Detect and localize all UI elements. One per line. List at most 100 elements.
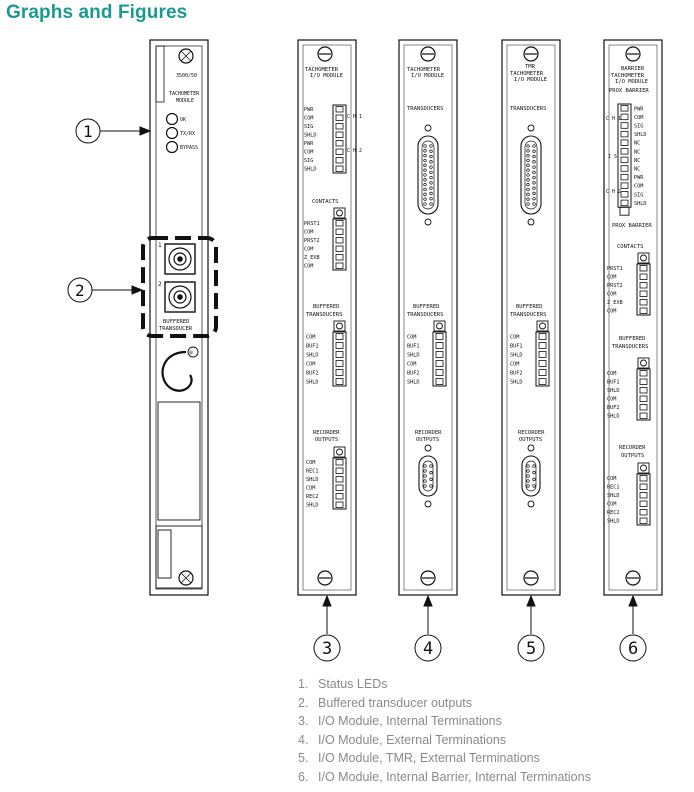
terminal-pin — [639, 282, 648, 289]
terminal-label: COM — [306, 460, 315, 466]
terminal-label: COM — [304, 230, 313, 236]
terminal-label: SHLD — [607, 519, 620, 525]
panel4-transducer-dsub-connector-icon — [417, 124, 439, 226]
top-screw-icon — [523, 46, 539, 62]
block-screw-icon — [539, 322, 546, 330]
panel4-transducers-label: TRANSDUCERS — [407, 106, 443, 112]
terminal-pin — [620, 105, 629, 112]
led-label-bypass: BYPASS — [180, 145, 198, 151]
panel6-recorder-line2: OUTPUTS — [621, 453, 644, 459]
panel3-buffered-line1: BUFFERED — [313, 304, 340, 310]
panel5-recorder-line1: RECORDER — [518, 430, 545, 436]
terminal-label: PRST2 — [304, 238, 320, 244]
terminal-label: PWR — [634, 106, 644, 112]
top-screw-icon — [317, 46, 333, 62]
top-screw-icon — [178, 48, 194, 64]
terminal-pin — [639, 370, 648, 377]
terminal-label: NC — [634, 149, 640, 155]
block-screw-icon — [336, 448, 343, 456]
terminal-label: SHLD — [407, 353, 420, 359]
module-name-line2: MODULE — [176, 98, 194, 104]
terminal-pin — [335, 476, 344, 483]
panel5-transducer-dsub-connector-icon — [520, 124, 542, 226]
terminal-pin — [335, 484, 344, 491]
panel6-title-line2: I/O MODULE — [615, 79, 648, 85]
figure-legend: 1. Status LEDs 2. Buffered transducer outp… — [298, 675, 591, 787]
terminal-pin — [538, 360, 547, 367]
terminal-pin — [335, 106, 344, 113]
panel3-recorder-line1: RECORDER — [313, 430, 340, 436]
terminal-label: COM — [510, 362, 519, 368]
panel3-title-line1: TACHOMETER — [305, 67, 339, 73]
terminal-label: SIG — [304, 124, 313, 130]
panel5-title-line1: TACHOMETER — [510, 71, 544, 77]
terminal-pin — [335, 254, 344, 261]
terminal-label: PRST1 — [607, 266, 623, 272]
terminal-pin — [620, 182, 629, 189]
callout-4-label: 4 — [423, 639, 433, 659]
terminal-pin — [538, 369, 547, 376]
terminal-label: NC — [634, 158, 640, 164]
terminal-pin — [639, 412, 648, 419]
bottom-screw-icon — [523, 570, 539, 586]
terminal-label: PWR — [304, 141, 314, 147]
panel5-title-line0: TMR — [525, 64, 536, 70]
terminal-pin — [335, 342, 344, 349]
legend-item: 4.I/O Module, External Terminations — [298, 731, 591, 750]
terminal-label: SHLD — [306, 477, 319, 483]
legend-text: Buffered transducer outputs — [318, 695, 473, 710]
channel-label-1: 1 — [158, 242, 162, 249]
terminal-pin — [620, 113, 629, 121]
terminal-pin — [335, 262, 344, 269]
block-screw-icon — [640, 359, 647, 367]
terminal-pin — [335, 114, 344, 121]
terminal-label: COM — [607, 371, 616, 377]
legend-item: 3.I/O Module, Internal Terminations — [298, 712, 591, 731]
legend-number: 6. — [298, 769, 309, 784]
legend-text: I/O Module, Internal Barrier, Internal T… — [318, 769, 591, 784]
terminal-label: SHLD — [510, 353, 523, 359]
block-screw-icon — [640, 254, 647, 262]
top-screw-icon — [625, 46, 641, 62]
terminal-pin — [435, 378, 444, 385]
terminal-pin — [639, 265, 648, 272]
terminal-pin — [335, 351, 344, 358]
panel5-title-line2: I/O MODULE — [514, 77, 547, 83]
terminal-pin — [620, 191, 629, 198]
panel4-recorder-line1: RECORDER — [415, 430, 442, 436]
terminal-label: COM — [607, 292, 616, 298]
buffered-outputs-highlight — [141, 236, 218, 338]
terminal-pin — [639, 273, 648, 280]
terminal-label: SIG — [634, 192, 643, 198]
callout-1-label: 1 — [83, 122, 93, 141]
callout-3 — [313, 594, 341, 662]
io-panel-tmr-external: TMR TACHOMETER I/O MODULE TRANSDUCERS BU… — [501, 39, 561, 596]
terminal-label: SHLD — [607, 388, 620, 394]
terminal-label: SHLD — [304, 133, 317, 139]
callout-6 — [619, 594, 647, 662]
terminal-label: BUF1 — [607, 380, 620, 386]
legend-number: 2. — [298, 695, 309, 710]
terminal-label: SHLD — [306, 503, 319, 509]
terminal-pin — [538, 342, 547, 349]
terminal-label: COM — [607, 275, 616, 281]
terminal-pin — [639, 500, 648, 507]
legend-number: 4. — [298, 732, 309, 747]
callout-2 — [67, 277, 144, 303]
callout-2-label: 2 — [75, 281, 85, 300]
terminal-label: COM — [407, 335, 416, 341]
legend-text: Status LEDs — [318, 677, 388, 691]
terminal-pin — [620, 165, 629, 172]
legend-number: 3. — [298, 714, 309, 729]
terminal-label: COM — [306, 335, 315, 341]
panel5-buffered-line2: TRANSDUCERS — [510, 312, 546, 318]
panel6-recorder-line1: RECORDER — [619, 445, 646, 451]
legend-number: 1. — [298, 677, 309, 691]
panel3-contacts-label: CONTACTS — [312, 199, 339, 205]
terminal-pin — [639, 290, 648, 297]
module-model: 3500/50 — [176, 73, 197, 79]
terminal-label: COM — [304, 150, 313, 156]
